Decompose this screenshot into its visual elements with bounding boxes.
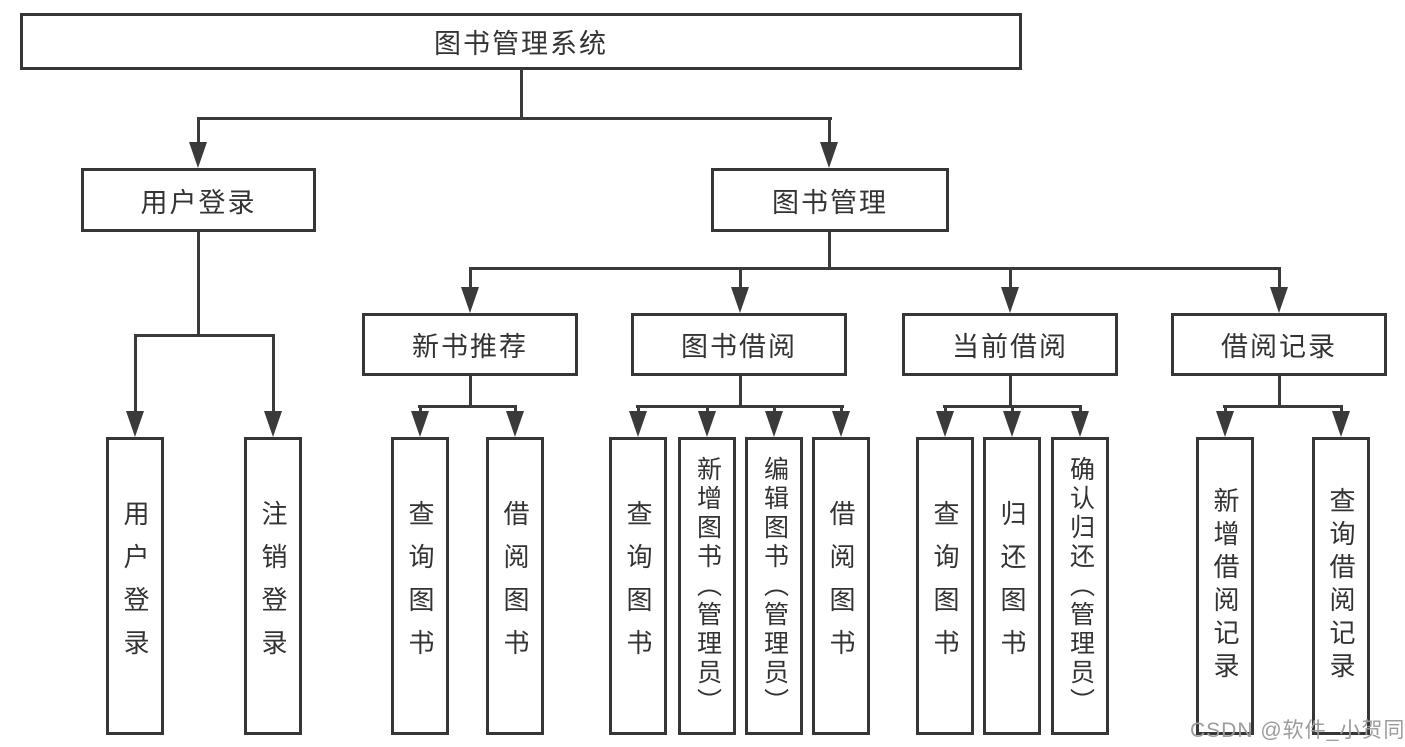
leaf-label: 查询借阅记录 <box>1326 487 1356 685</box>
connector-stem <box>1011 405 1014 415</box>
leaf-add-book-admin: 新增图书（管理员） <box>678 437 736 735</box>
leaf-label: 新增借阅记录 <box>1210 487 1240 685</box>
arrowhead-down-icon <box>1270 287 1288 313</box>
connector-group-rail <box>636 405 844 408</box>
connector-stem <box>840 405 843 415</box>
connector-stem <box>272 334 275 413</box>
leaf-label: 借阅图书 <box>500 500 530 672</box>
leaf-label: 查询图书 <box>405 500 435 672</box>
connector-stem <box>469 267 472 290</box>
node-label: 用户登录 <box>140 187 257 218</box>
connector-stem <box>1079 405 1082 415</box>
node-library-management-system: 图书管理系统 <box>20 13 1022 70</box>
arrowhead-down-icon <box>1001 287 1019 313</box>
arrowhead-down-icon <box>1003 411 1021 437</box>
connector-stem <box>637 405 640 415</box>
connector-group-stub <box>469 376 472 408</box>
arrowhead-down-icon <box>1332 411 1350 437</box>
node-label: 图书管理 <box>772 187 888 218</box>
leaf-label: 确认归还（管理员） <box>1066 455 1095 717</box>
watermark: CSDN @软件_小贺同学 <box>1190 719 1405 742</box>
node-book-management: 图书管理 <box>711 168 949 232</box>
arrowhead-down-icon <box>461 287 479 313</box>
connector-group-stub <box>1009 376 1012 408</box>
connector-book-stub <box>828 232 831 270</box>
leaf-query-borrow-record: 查询借阅记录 <box>1312 437 1370 735</box>
leaf-label: 查询图书 <box>623 500 653 672</box>
connector-group-stub <box>739 376 742 408</box>
connector-user-stub <box>197 232 200 337</box>
connector-stem <box>828 117 831 145</box>
leaf-return-book: 归还图书 <box>983 437 1041 735</box>
node-label: 当前借阅 <box>952 332 1068 362</box>
arrowhead-down-icon <box>189 142 207 168</box>
connector-root-stub <box>520 69 523 120</box>
leaf-label: 注销登录 <box>258 500 288 672</box>
connector-stem <box>773 405 776 415</box>
connector-stem <box>1009 267 1012 290</box>
arrowhead-down-icon <box>731 287 749 313</box>
connector-group-stub <box>1278 376 1281 408</box>
arrowhead-down-icon <box>506 411 524 437</box>
leaf-query-books-current: 查询图书 <box>916 437 974 735</box>
arrowhead-down-icon <box>936 411 954 437</box>
node-user-login: 用户登录 <box>81 168 316 232</box>
arrowhead-down-icon <box>629 411 647 437</box>
connector-stem <box>1224 405 1227 415</box>
connector-user-rail <box>134 334 275 337</box>
node-borrow-records: 借阅记录 <box>1171 313 1387 376</box>
connector-stem <box>197 117 200 145</box>
leaf-logout: 注销登录 <box>244 437 302 735</box>
leaf-confirm-return-admin: 确认归还（管理员） <box>1051 437 1109 735</box>
node-book-borrow: 图书借阅 <box>631 313 847 376</box>
node-current-borrow: 当前借阅 <box>902 313 1118 376</box>
arrowhead-down-icon <box>698 411 716 437</box>
connector-stem <box>706 405 709 415</box>
leaf-label: 借阅图书 <box>826 500 856 672</box>
connector-root-rail <box>197 117 832 120</box>
arrowhead-down-icon <box>411 411 429 437</box>
node-label: 图书管理系统 <box>434 29 608 59</box>
connector-stem <box>739 267 742 290</box>
node-label: 图书借阅 <box>681 332 797 362</box>
connector-group-rail <box>418 405 517 408</box>
leaf-label: 查询图书 <box>930 500 960 672</box>
leaf-borrow-books-recommend: 借阅图书 <box>486 437 544 735</box>
leaf-label: 归还图书 <box>997 500 1027 672</box>
node-label: 新书推荐 <box>412 332 528 362</box>
leaf-user-login: 用户登录 <box>106 437 164 735</box>
connector-stem <box>134 334 137 413</box>
leaf-borrow-books: 借阅图书 <box>812 437 870 735</box>
arrowhead-down-icon <box>1216 411 1234 437</box>
leaf-query-books-recommend: 查询图书 <box>391 437 449 735</box>
leaf-query-books-borrow: 查询图书 <box>609 437 667 735</box>
node-new-book-recommend: 新书推荐 <box>362 313 578 376</box>
leaf-label: 用户登录 <box>120 500 150 672</box>
arrowhead-down-icon <box>1071 411 1089 437</box>
connector-stem <box>1278 267 1281 290</box>
leaf-edit-book-admin: 编辑图书（管理员） <box>745 437 803 735</box>
leaf-label: 新增图书（管理员） <box>693 455 722 717</box>
leaf-add-borrow-record: 新增借阅记录 <box>1196 437 1254 735</box>
connector-group-rail <box>1223 405 1343 408</box>
arrowhead-down-icon <box>832 411 850 437</box>
arrowhead-down-icon <box>126 411 144 437</box>
arrowhead-down-icon <box>765 411 783 437</box>
connector-stem <box>419 405 422 415</box>
connector-book-rail <box>469 267 1281 270</box>
connector-stem <box>514 405 517 415</box>
node-label: 借阅记录 <box>1221 332 1337 362</box>
arrowhead-down-icon <box>264 411 282 437</box>
connector-stem <box>1340 405 1343 415</box>
leaf-label: 编辑图书（管理员） <box>760 455 789 717</box>
arrowhead-down-icon <box>820 142 838 168</box>
connector-stem <box>944 405 947 415</box>
